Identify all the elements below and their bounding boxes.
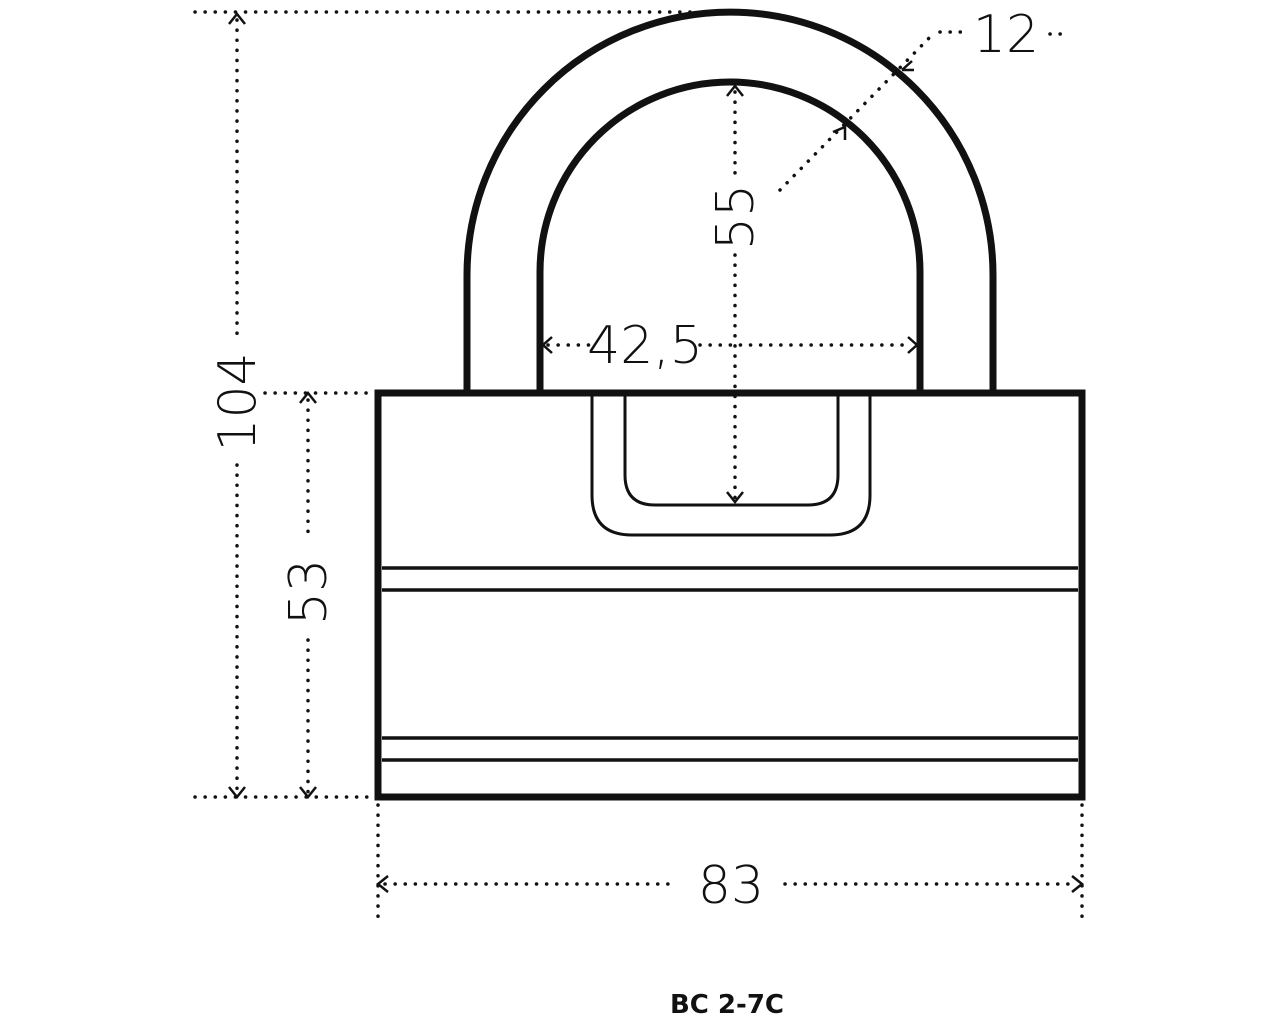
dimension-body-height: 53 <box>263 390 377 800</box>
dimension-label-42-5: 42,5 <box>587 316 703 376</box>
dimension-body-width: 83 <box>375 803 1085 924</box>
shackle <box>463 8 997 393</box>
dimension-shackle-inner-width: 42,5 <box>541 316 919 376</box>
diagram-caption: BC 2-7C <box>670 990 784 1020</box>
recess-outer <box>590 396 872 537</box>
dimension-label-104: 104 <box>208 352 268 451</box>
dimension-label-55: 55 <box>706 184 766 250</box>
dimension-shackle-thickness: 12 <box>778 5 1072 192</box>
shackle-inner-outline <box>536 78 924 393</box>
dimension-label-12: 12 <box>973 5 1039 65</box>
lock-body <box>374 389 1086 801</box>
dimension-label-53: 53 <box>279 559 339 625</box>
recess-inner <box>623 396 840 507</box>
shackle-outer-outline <box>463 8 997 393</box>
dimension-label-83: 83 <box>698 856 764 916</box>
dimension-shackle-inner-height: 55 <box>706 83 766 505</box>
keyhole-recess <box>590 396 872 537</box>
body-grooves <box>382 566 1078 762</box>
dimension-total-height: 104 <box>193 10 692 800</box>
